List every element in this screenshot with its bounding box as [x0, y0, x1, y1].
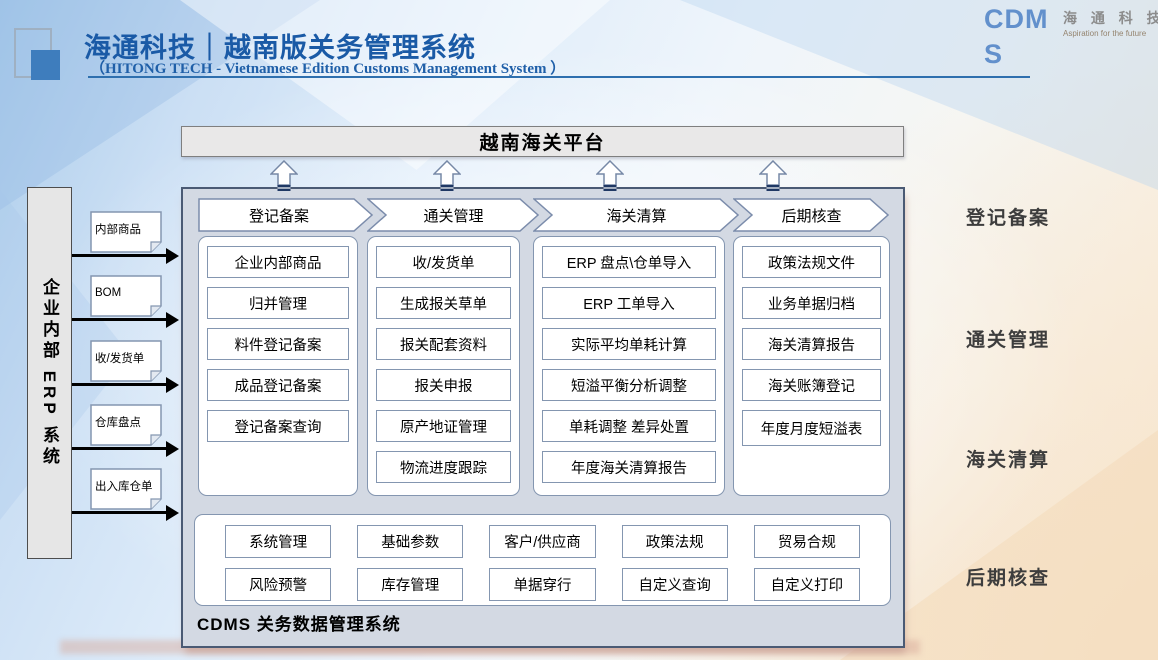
header-underline [88, 76, 1030, 78]
module-box: 成品登记备案 [207, 369, 349, 401]
chevron-label: 通关管理 [423, 207, 484, 225]
module-box: 业务单据归档 [742, 287, 881, 319]
module-box: 收/发货单 [376, 246, 511, 278]
cdms-logo-line1: CDM [984, 4, 1049, 34]
page-subtitle: （HITONG TECH - Vietnamese Edition Custom… [90, 61, 566, 77]
foundation-box: 库存管理 [357, 568, 464, 601]
cdms-caption: CDMS 关务数据管理系统 [197, 615, 401, 634]
right-arrow-icon [72, 440, 179, 457]
module-box: 企业内部商品 [207, 246, 349, 278]
right-arrow-icon [72, 247, 179, 264]
vietnam-customs-platform-bar: 越南海关平台 [181, 126, 904, 157]
module-box: 原产地证管理 [376, 410, 511, 442]
phase-label-clearance: 通关管理 [966, 330, 1051, 351]
up-arrow-icon [269, 159, 299, 197]
chevron-header-audit: 后期核查 [733, 198, 890, 232]
module-box: 单耗调整 差异处置 [542, 410, 716, 442]
document-shape: BOM [90, 275, 162, 317]
foundation-box: 单据穿行 [489, 568, 596, 601]
foundation-modules-panel: 系统管理 基础参数 客户/供应商 政策法规 贸易合规 风险预警 库存管理 单据穿… [194, 514, 891, 606]
brand-name: 海 通 科 技 [1063, 10, 1158, 26]
cdms-logo-line2: S [984, 39, 1004, 69]
module-box: ERP 盘点\仓单导入 [542, 246, 716, 278]
module-box: 短溢平衡分析调整 [542, 369, 716, 401]
foundation-box: 自定义打印 [753, 568, 860, 601]
document-label: 出入库仓单 [95, 481, 153, 493]
page-title: 海通科技｜越南版关务管理系统 [84, 33, 476, 63]
right-arrow-icon [72, 311, 179, 328]
module-box: 实际平均单耗计算 [542, 328, 716, 360]
phase-label-registration: 登记备案 [966, 208, 1051, 229]
right-arrow-icon [72, 376, 179, 393]
column-liquidation: ERP 盘点\仓单导入 ERP 工单导入 实际平均单耗计算 短溢平衡分析调整 单… [533, 236, 725, 496]
cdms-logo: CDM S [984, 2, 1049, 72]
module-box: 登记备案查询 [207, 410, 349, 442]
foundation-box: 客户/供应商 [489, 525, 596, 558]
document-label: 收/发货单 [95, 353, 145, 365]
erp-system-bar: 企业内部 ERP 系统 [27, 187, 72, 559]
document-label: BOM [95, 287, 122, 299]
module-box: 政策法规文件 [742, 246, 881, 278]
chevron-header-registration: 登记备案 [198, 198, 374, 232]
up-arrow-icon [595, 159, 625, 197]
chevron-header-liquidation: 海关清算 [533, 198, 740, 232]
module-box: 报关配套资料 [376, 328, 511, 360]
foundation-box: 风险预警 [225, 568, 332, 601]
document-shape: 出入库仓单 [90, 468, 162, 510]
document-label: 内部商品 [95, 224, 141, 236]
module-box: 报关申报 [376, 369, 511, 401]
up-arrow-icon [758, 159, 788, 197]
cdms-system-box: 登记备案 通关管理 海关清算 后期核查 企业内部商品 归并管理 料件登记备案 成… [181, 187, 905, 648]
chevron-label: 后期核查 [781, 207, 842, 225]
hitong-brand-logo: 海 通 科 技 Aspiration for the future [1063, 8, 1158, 38]
module-box: 生成报关草单 [376, 287, 511, 319]
module-box: 物流进度跟踪 [376, 451, 511, 483]
foundation-box: 贸易合规 [753, 525, 860, 558]
column-registration: 企业内部商品 归并管理 料件登记备案 成品登记备案 登记备案查询 [198, 236, 358, 496]
document-shape: 收/发货单 [90, 340, 162, 382]
brand-tagline: Aspiration for the future [1063, 29, 1147, 38]
module-box: 年度月度短溢表 [742, 410, 881, 446]
module-box: 海关账簿登记 [742, 369, 881, 401]
chevron-label: 登记备案 [248, 207, 309, 225]
chevron-header-clearance: 通关管理 [367, 198, 540, 232]
document-label: 仓库盘点 [95, 417, 141, 429]
column-clearance: 收/发货单 生成报关草单 报关配套资料 报关申报 原产地证管理 物流进度跟踪 [367, 236, 520, 496]
module-box: 归并管理 [207, 287, 349, 319]
up-arrow-icon [432, 159, 462, 197]
module-box: 料件登记备案 [207, 328, 349, 360]
module-box: ERP 工单导入 [542, 287, 716, 319]
module-box: 年度海关清算报告 [542, 451, 716, 483]
column-audit: 政策法规文件 业务单据归档 海关清算报告 海关账簿登记 年度月度短溢表 [733, 236, 890, 496]
phase-label-audit: 后期核查 [966, 568, 1051, 589]
right-arrow-icon [72, 504, 179, 521]
foundation-box: 自定义查询 [621, 568, 728, 601]
foundation-box: 政策法规 [621, 525, 728, 558]
phase-label-liquidation: 海关清算 [966, 450, 1051, 471]
foundation-box: 系统管理 [225, 525, 332, 558]
document-shape: 内部商品 [90, 211, 162, 253]
title-decor-square-fill [31, 50, 60, 80]
module-box: 海关清算报告 [742, 328, 881, 360]
document-shape: 仓库盘点 [90, 404, 162, 446]
chevron-label: 海关清算 [606, 207, 667, 225]
foundation-box: 基础参数 [357, 525, 464, 558]
